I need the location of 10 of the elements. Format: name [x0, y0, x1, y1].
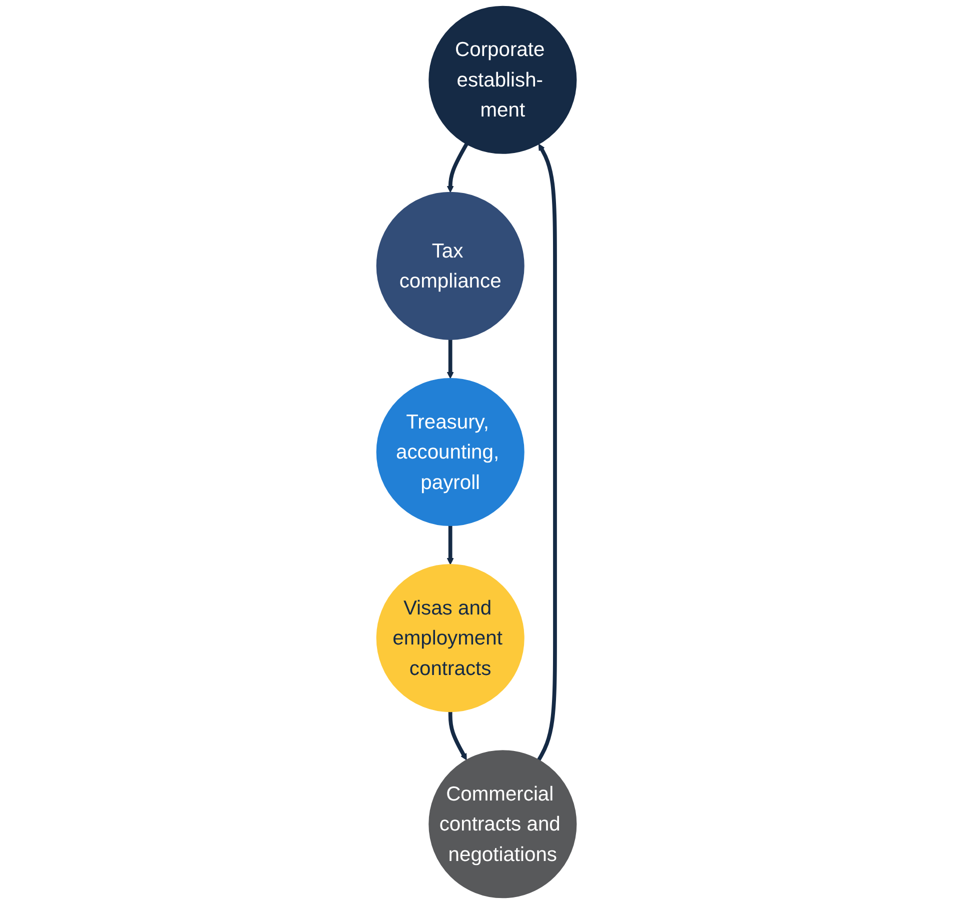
arrow — [446, 143, 468, 193]
arrow — [537, 144, 557, 761]
node-circle: Visas and employment contracts — [376, 564, 524, 712]
arrow — [446, 340, 454, 379]
node-circle: Corporate establish- ment — [428, 6, 577, 154]
node-circle: Commercial contracts and negotiations — [428, 750, 577, 898]
node-circle: Tax compliance — [376, 192, 524, 340]
arrow — [446, 526, 454, 565]
node-circle: Treasury, accounting, payroll — [376, 378, 524, 526]
arrow — [448, 712, 467, 760]
